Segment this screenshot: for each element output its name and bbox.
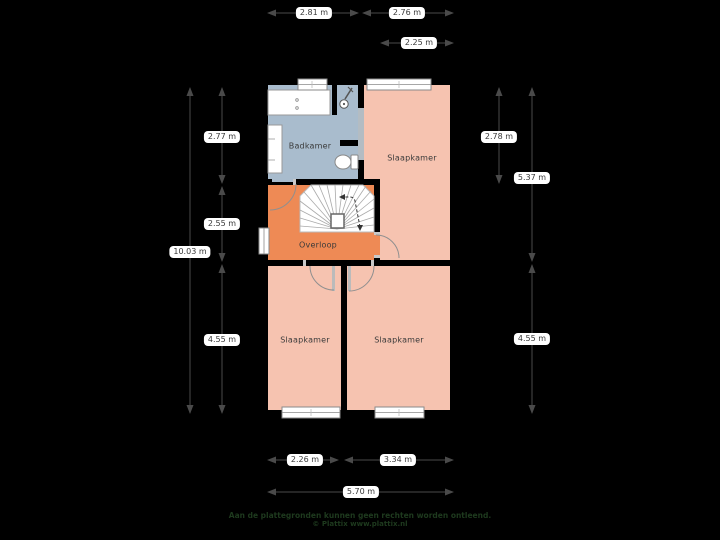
wall-bath-bottom-right xyxy=(296,179,364,185)
door-frame xyxy=(293,179,296,185)
dim-label-left-total: 10.03 m xyxy=(169,246,211,258)
wall-joint xyxy=(358,179,380,185)
dim-label-right-bedroom-top: 2.78 m xyxy=(480,131,518,143)
stairs-icon xyxy=(299,184,375,233)
bedroom-top-floor-lower xyxy=(380,182,450,260)
dim-label-left-landing: 2.55 m xyxy=(203,218,241,230)
stair-walkline-arrow-down xyxy=(357,225,363,231)
dim-label-left-bath: 2.77 m xyxy=(203,131,241,143)
door-arc-icon xyxy=(348,265,375,292)
room-label-slaapkamer-rechtsboven: Slaapkamer xyxy=(387,153,437,163)
footer-disclaimer: Aan de plattegronden kunnen geen rechten… xyxy=(228,511,492,520)
dim-label-top-bedroom: 2.76 m xyxy=(388,7,426,19)
wall-bath-bottom-left xyxy=(262,179,272,185)
toilet-icon xyxy=(334,154,359,170)
dim-label-bottom-total: 5.70 m xyxy=(342,486,380,498)
door-frame xyxy=(303,260,306,266)
dim-label-left-bedrooms: 4.55 m xyxy=(203,334,241,346)
window-top-bathroom xyxy=(297,78,328,91)
bedroom-bottom-left-floor xyxy=(268,266,341,410)
bedroom-top-floor xyxy=(364,85,450,182)
door-bedroom-bottom-left xyxy=(303,260,335,291)
wall-bath-bedroom-glass xyxy=(358,108,364,160)
window-left-landing xyxy=(258,227,270,255)
door-frame xyxy=(371,260,374,266)
stair-walkline-arrow-up xyxy=(339,194,345,200)
door-frame xyxy=(374,232,380,235)
dim-label-right-lower: 4.55 m xyxy=(513,333,551,345)
room-label-overloop: Overloop xyxy=(299,240,337,250)
door-arc-icon xyxy=(269,183,297,211)
wall-landing-bottom-a xyxy=(262,260,303,266)
room-label-badkamer: Badkamer xyxy=(288,141,332,151)
interior-walls xyxy=(262,85,456,416)
door-bedroom-top xyxy=(374,232,400,259)
wall-landing-bottom-c xyxy=(374,260,456,266)
wall-toilet-nook xyxy=(340,140,358,146)
room-label-slaapkamer-rechtsonder: Slaapkamer xyxy=(374,335,424,345)
dim-label-bottom-left: 2.26 m xyxy=(286,454,324,466)
footer-credit: © Plattix www.plattix.nl xyxy=(312,520,408,528)
wall-shower-divider xyxy=(332,85,337,115)
door-arc-icon xyxy=(375,234,400,259)
door-frame xyxy=(374,255,380,258)
wall-stairs-bedroom-upper xyxy=(374,179,380,235)
room-label-slaapkamer-linksonder: Slaapkamer xyxy=(280,335,330,345)
window-top-bedroom xyxy=(366,78,432,91)
vanity-sink-icon xyxy=(267,89,331,116)
door-arc-icon xyxy=(309,265,335,291)
stair-newel-post xyxy=(330,213,345,229)
door-leaf xyxy=(332,266,335,291)
landing-doorway-floor xyxy=(374,235,380,258)
door-bedroom-bottom-right xyxy=(348,260,375,292)
dim-label-top-bath: 2.81 m xyxy=(295,7,333,19)
shower-icon xyxy=(339,86,354,109)
window-bottom-right xyxy=(374,406,425,419)
stair-walkline xyxy=(344,196,361,228)
door-bathroom xyxy=(269,179,297,211)
dim-label-bottom-right: 3.34 m xyxy=(379,454,417,466)
cabinet-icon xyxy=(267,124,283,174)
wall-between-bedrooms xyxy=(341,260,347,416)
dim-label-top-bedroom-inner: 2.25 m xyxy=(400,37,438,49)
door-leaf xyxy=(348,266,351,291)
bedroom-bottom-right-floor xyxy=(347,266,450,410)
dim-label-right-upper: 5.37 m xyxy=(513,172,551,184)
window-bottom-left xyxy=(281,406,341,419)
